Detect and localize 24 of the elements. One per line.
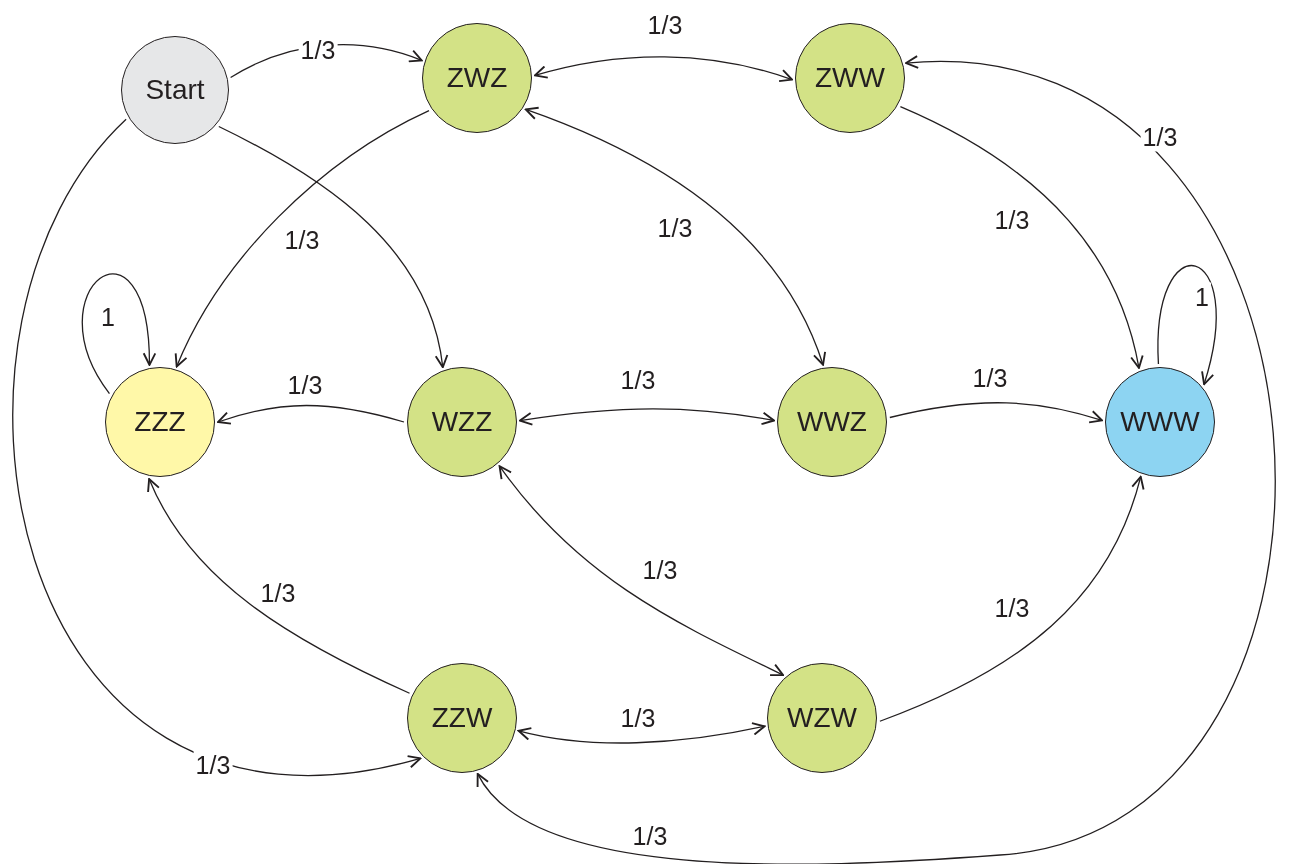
state-label: WZZ (431, 406, 493, 438)
transition-arrow (1157, 265, 1217, 386)
state-label: WZW (787, 702, 857, 734)
transition-arrow (899, 106, 1144, 369)
transition-arrow (519, 408, 775, 426)
transition-arrow (517, 722, 766, 744)
transition-arrow (879, 475, 1144, 722)
state-label: ZWW (815, 62, 885, 94)
transition-arrow (498, 465, 784, 677)
state-label: ZZZ (134, 406, 186, 438)
state-label: WWZ (797, 406, 867, 438)
transition-arrow (534, 56, 793, 83)
transition-arrow (217, 404, 405, 425)
transition-arrow (175, 109, 430, 368)
transition-arrow (81, 273, 156, 395)
transition-arrow (147, 478, 411, 694)
state-label: Start (145, 74, 205, 106)
state-label: WWW (1120, 406, 1200, 438)
state-label: ZWZ (446, 62, 508, 94)
transition-arrow (524, 107, 826, 366)
transition-arrow (218, 125, 448, 369)
state-label: ZZW (431, 702, 493, 734)
transition-arrow (12, 118, 422, 776)
transition-arrow (889, 402, 1103, 424)
